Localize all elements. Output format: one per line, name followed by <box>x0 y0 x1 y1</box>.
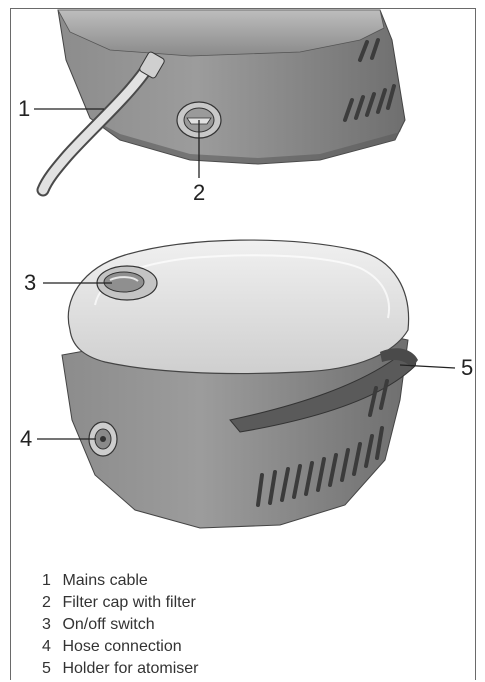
callout-4: 4 <box>20 426 33 451</box>
legend-number: 2 <box>42 594 51 611</box>
hose-connection-icon <box>88 421 118 457</box>
legend-item: 1 Mains cable <box>42 570 199 592</box>
legend-number: 1 <box>42 572 51 589</box>
legend-label: Holder for atomiser <box>62 660 199 677</box>
legend-number: 4 <box>42 638 51 655</box>
figure-frame <box>10 8 476 680</box>
callout-2: 2 <box>193 180 206 205</box>
callout-5: 5 <box>461 355 474 380</box>
legend-item: 3 On/off switch <box>42 614 199 636</box>
legend-label: Hose connection <box>62 638 182 655</box>
callout-3: 3 <box>24 270 37 295</box>
legend-item: 5 Holder for atomiser <box>42 658 199 680</box>
vent-slots-rear <box>343 38 396 122</box>
on-off-switch-icon <box>96 265 158 301</box>
legend-label: On/off switch <box>62 616 155 633</box>
legend-item: 4 Hose connection <box>42 636 199 658</box>
legend-number: 3 <box>42 616 51 633</box>
legend-number: 5 <box>42 660 51 677</box>
legend-label: Mains cable <box>62 572 148 589</box>
legend-item: 2 Filter cap with filter <box>42 592 199 614</box>
leader-lines <box>34 108 456 440</box>
legend-label: Filter cap with filter <box>62 594 196 611</box>
parts-legend: 1 Mains cable 2 Filter cap with filter 3… <box>42 570 199 680</box>
device-rear-view <box>36 9 406 197</box>
device-front-view <box>61 239 418 529</box>
mains-cable-icon <box>36 51 165 197</box>
vent-slots-front <box>256 379 389 507</box>
callout-1: 1 <box>18 96 31 121</box>
